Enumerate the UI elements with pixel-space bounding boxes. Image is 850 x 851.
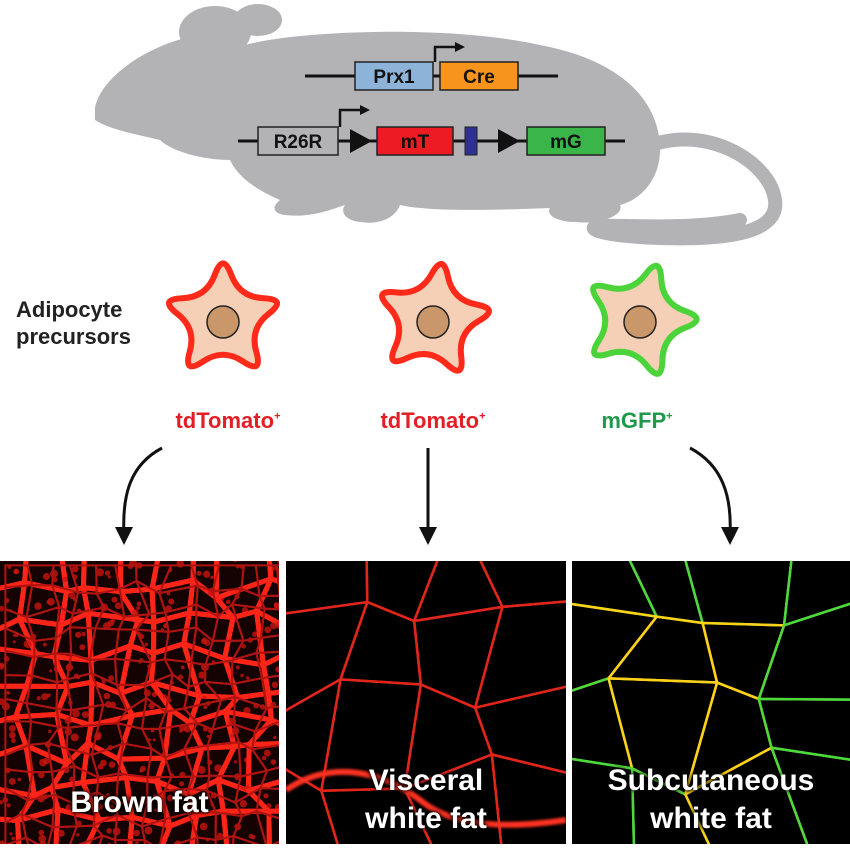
- promoter-arrow-2: [338, 105, 370, 127]
- marker-label-1: tdTomato+: [138, 408, 318, 434]
- arrowhead-subcutaneous: [721, 527, 739, 545]
- construct-prx1-cre: Prx1 Cre: [305, 42, 558, 91]
- r26r-box: [257, 126, 339, 156]
- precursor-cell-2-nucleus: [416, 305, 450, 339]
- r26r-label: R26R: [274, 132, 323, 153]
- arrow-to-brown-fat: [122, 446, 163, 536]
- mouse-tail: [586, 132, 783, 246]
- mouse-ear-back: [179, 6, 251, 58]
- prx1-box: [354, 61, 434, 91]
- mt-box: [376, 126, 454, 156]
- heading-line-2: precursors: [16, 324, 131, 349]
- mg-label: mG: [550, 132, 582, 153]
- prx1-label: Prx1: [373, 67, 415, 88]
- marker-1-sup: +: [274, 410, 281, 423]
- mouse-ear-front: [234, 4, 282, 36]
- precursor-cell-1: [166, 260, 280, 370]
- caption-3-line-2: white fat: [650, 802, 772, 835]
- mg-box: [526, 126, 606, 156]
- lineage-arrows: [115, 446, 739, 545]
- subcutaneous-fat-texture: [572, 561, 850, 844]
- panel-caption-box-3: Subcutaneous white fat: [572, 561, 850, 844]
- mouse-silhouette: [95, 4, 783, 246]
- mouse-body: [95, 26, 660, 223]
- arrowhead-visceral: [419, 527, 437, 545]
- loxp-triangle-2: [498, 129, 520, 153]
- panel-caption-box-1: Brown fat: [0, 561, 279, 844]
- marker-1-text: tdTomato: [175, 408, 275, 433]
- caption-3-line-1: Subcutaneous: [607, 764, 815, 797]
- panel-visceral-fat: [286, 561, 566, 844]
- caption-brown-fat: Brown fat: [0, 784, 279, 822]
- heading-line-1: Adipocyte: [16, 297, 123, 322]
- marker-2-text: tdTomato: [380, 408, 480, 433]
- stop-box: [464, 126, 478, 156]
- arrowhead-brown: [115, 527, 133, 545]
- marker-3-text: mGFP: [601, 408, 667, 433]
- marker-3-sup: +: [666, 410, 673, 423]
- precursor-cell-3: [590, 262, 700, 377]
- brown-fat-texture: [0, 561, 279, 844]
- adipocyte-precursors-heading: Adipocyte precursors: [16, 296, 131, 350]
- precursor-cell-3-nucleus: [623, 305, 657, 339]
- arrow-to-subcutaneous-fat: [689, 446, 732, 536]
- loxp-triangle-1: [350, 129, 372, 153]
- precursor-cell-2: [379, 261, 492, 374]
- cells-group: [166, 260, 700, 377]
- caption-2-line-1: Visceral: [368, 764, 484, 797]
- marker-label-3: mGFP+: [547, 408, 727, 434]
- marker-2-sup: +: [479, 410, 486, 423]
- marker-label-2: tdTomato+: [343, 408, 523, 434]
- precursor-cell-1-nucleus: [206, 305, 240, 339]
- mt-label: mT: [401, 132, 430, 153]
- caption-visceral-fat: Visceral white fat: [286, 762, 566, 838]
- promoter-arrow-1: [433, 42, 465, 62]
- cre-label: Cre: [463, 67, 495, 88]
- construct-r26r-mtmg: R26R mT mG: [238, 105, 625, 156]
- caption-1-line-1: Brown fat: [70, 786, 209, 819]
- cre-box: [439, 61, 519, 91]
- panel-caption-box-2: Visceral white fat: [286, 561, 566, 844]
- caption-subcutaneous-fat: Subcutaneous white fat: [572, 762, 850, 838]
- visceral-fat-texture: [286, 561, 566, 844]
- caption-2-line-2: white fat: [365, 802, 487, 835]
